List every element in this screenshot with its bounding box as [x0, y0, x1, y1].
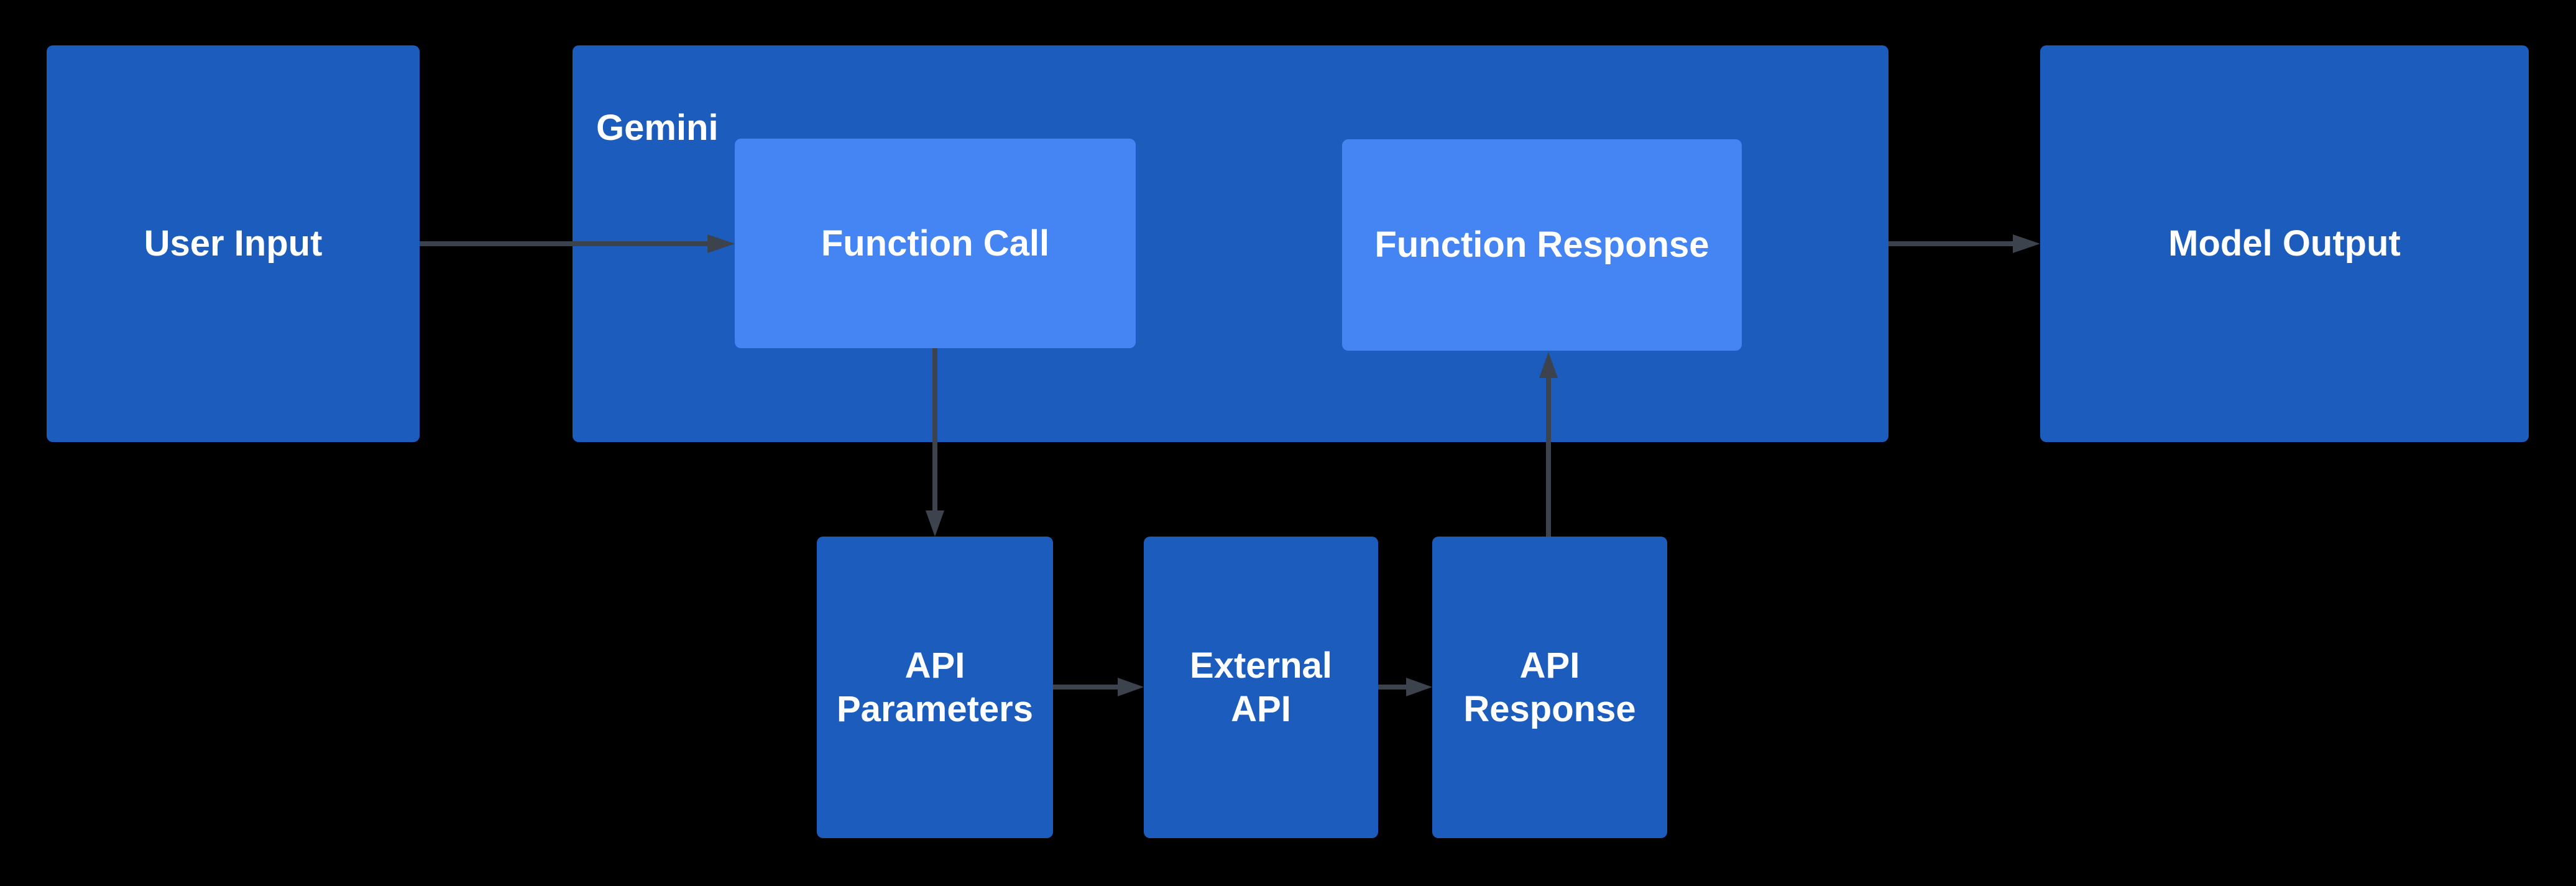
node-function-response: Function Response: [1342, 139, 1742, 351]
node-function-response-label: Function Response: [1374, 224, 1709, 265]
node-function-call: Function Call: [735, 139, 1136, 348]
node-user-input-label: User Input: [144, 223, 323, 264]
node-external-api-label: External API: [1190, 645, 1332, 729]
node-gemini-label: Gemini: [596, 108, 719, 148]
node-api-parameters: API Parameters: [817, 537, 1053, 838]
node-external-api: External API: [1144, 537, 1378, 838]
node-function-call-label: Function Call: [821, 223, 1050, 264]
node-model-output: Model Output: [2040, 45, 2529, 442]
node-api-parameters-label: API Parameters: [837, 645, 1033, 729]
arrow-api-parameters-to-external-api: [1053, 678, 1144, 696]
node-user-input: User Input: [47, 45, 420, 442]
node-model-output-label: Model Output: [2168, 223, 2401, 264]
arrow-external-api-to-api-response: [1378, 678, 1432, 696]
node-api-response: API Response: [1432, 537, 1667, 838]
node-api-response-label: API Response: [1463, 645, 1636, 729]
arrow-gemini-to-model-output: [1888, 234, 2040, 253]
